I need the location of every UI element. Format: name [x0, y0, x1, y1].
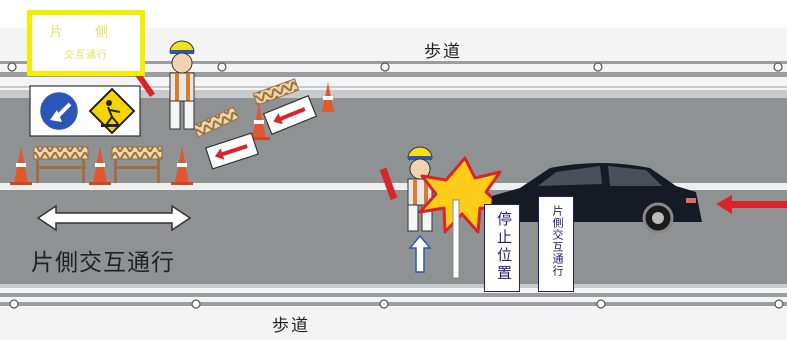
- traffic-cone-icon: [89, 146, 111, 185]
- barricade-icon: [192, 106, 240, 138]
- traffic-cone-icon: [248, 104, 270, 140]
- collision-flash: [418, 156, 507, 279]
- stop-position-sign: 停止位置: [484, 204, 520, 292]
- traffic-cone-icon: [171, 146, 193, 185]
- flagman-icon: [379, 146, 433, 232]
- warning-signboard: [29, 85, 141, 137]
- keep-left-sign-icon: [37, 89, 81, 133]
- double-arrow-icon: [36, 204, 192, 232]
- signboard-line2: 交互通行: [64, 50, 108, 61]
- direction-arrow-icon: [214, 144, 248, 160]
- top-sidewalk-label: 歩道: [424, 42, 462, 62]
- flagman-icon: [132, 40, 195, 130]
- bottom-sidewalk: [0, 288, 787, 340]
- barricade-icon: [33, 146, 89, 183]
- traffic-cone-icon: [10, 146, 32, 185]
- arrow-board: [205, 132, 259, 170]
- arrow-board: [262, 95, 318, 135]
- bottom-sidewalk-label: 歩道: [272, 316, 310, 336]
- direction-arrow-icon: [716, 195, 787, 214]
- construction-zone: [10, 78, 334, 185]
- one-lane-alternating-signboard: 片 側 交互通行: [27, 10, 145, 76]
- alternating-traffic-sign: 片側交互通行: [538, 196, 574, 292]
- signboard-line1: 片 側: [49, 25, 123, 40]
- direction-arrow-icon: [408, 234, 432, 273]
- barricade-icon: [252, 78, 300, 106]
- road-caption: 片側交互通行: [31, 250, 175, 276]
- direction-arrow-icon: [273, 107, 306, 125]
- traffic-cone-icon: [322, 82, 334, 112]
- barricade-icon: [111, 146, 163, 183]
- road-work-sign-icon: [88, 87, 136, 135]
